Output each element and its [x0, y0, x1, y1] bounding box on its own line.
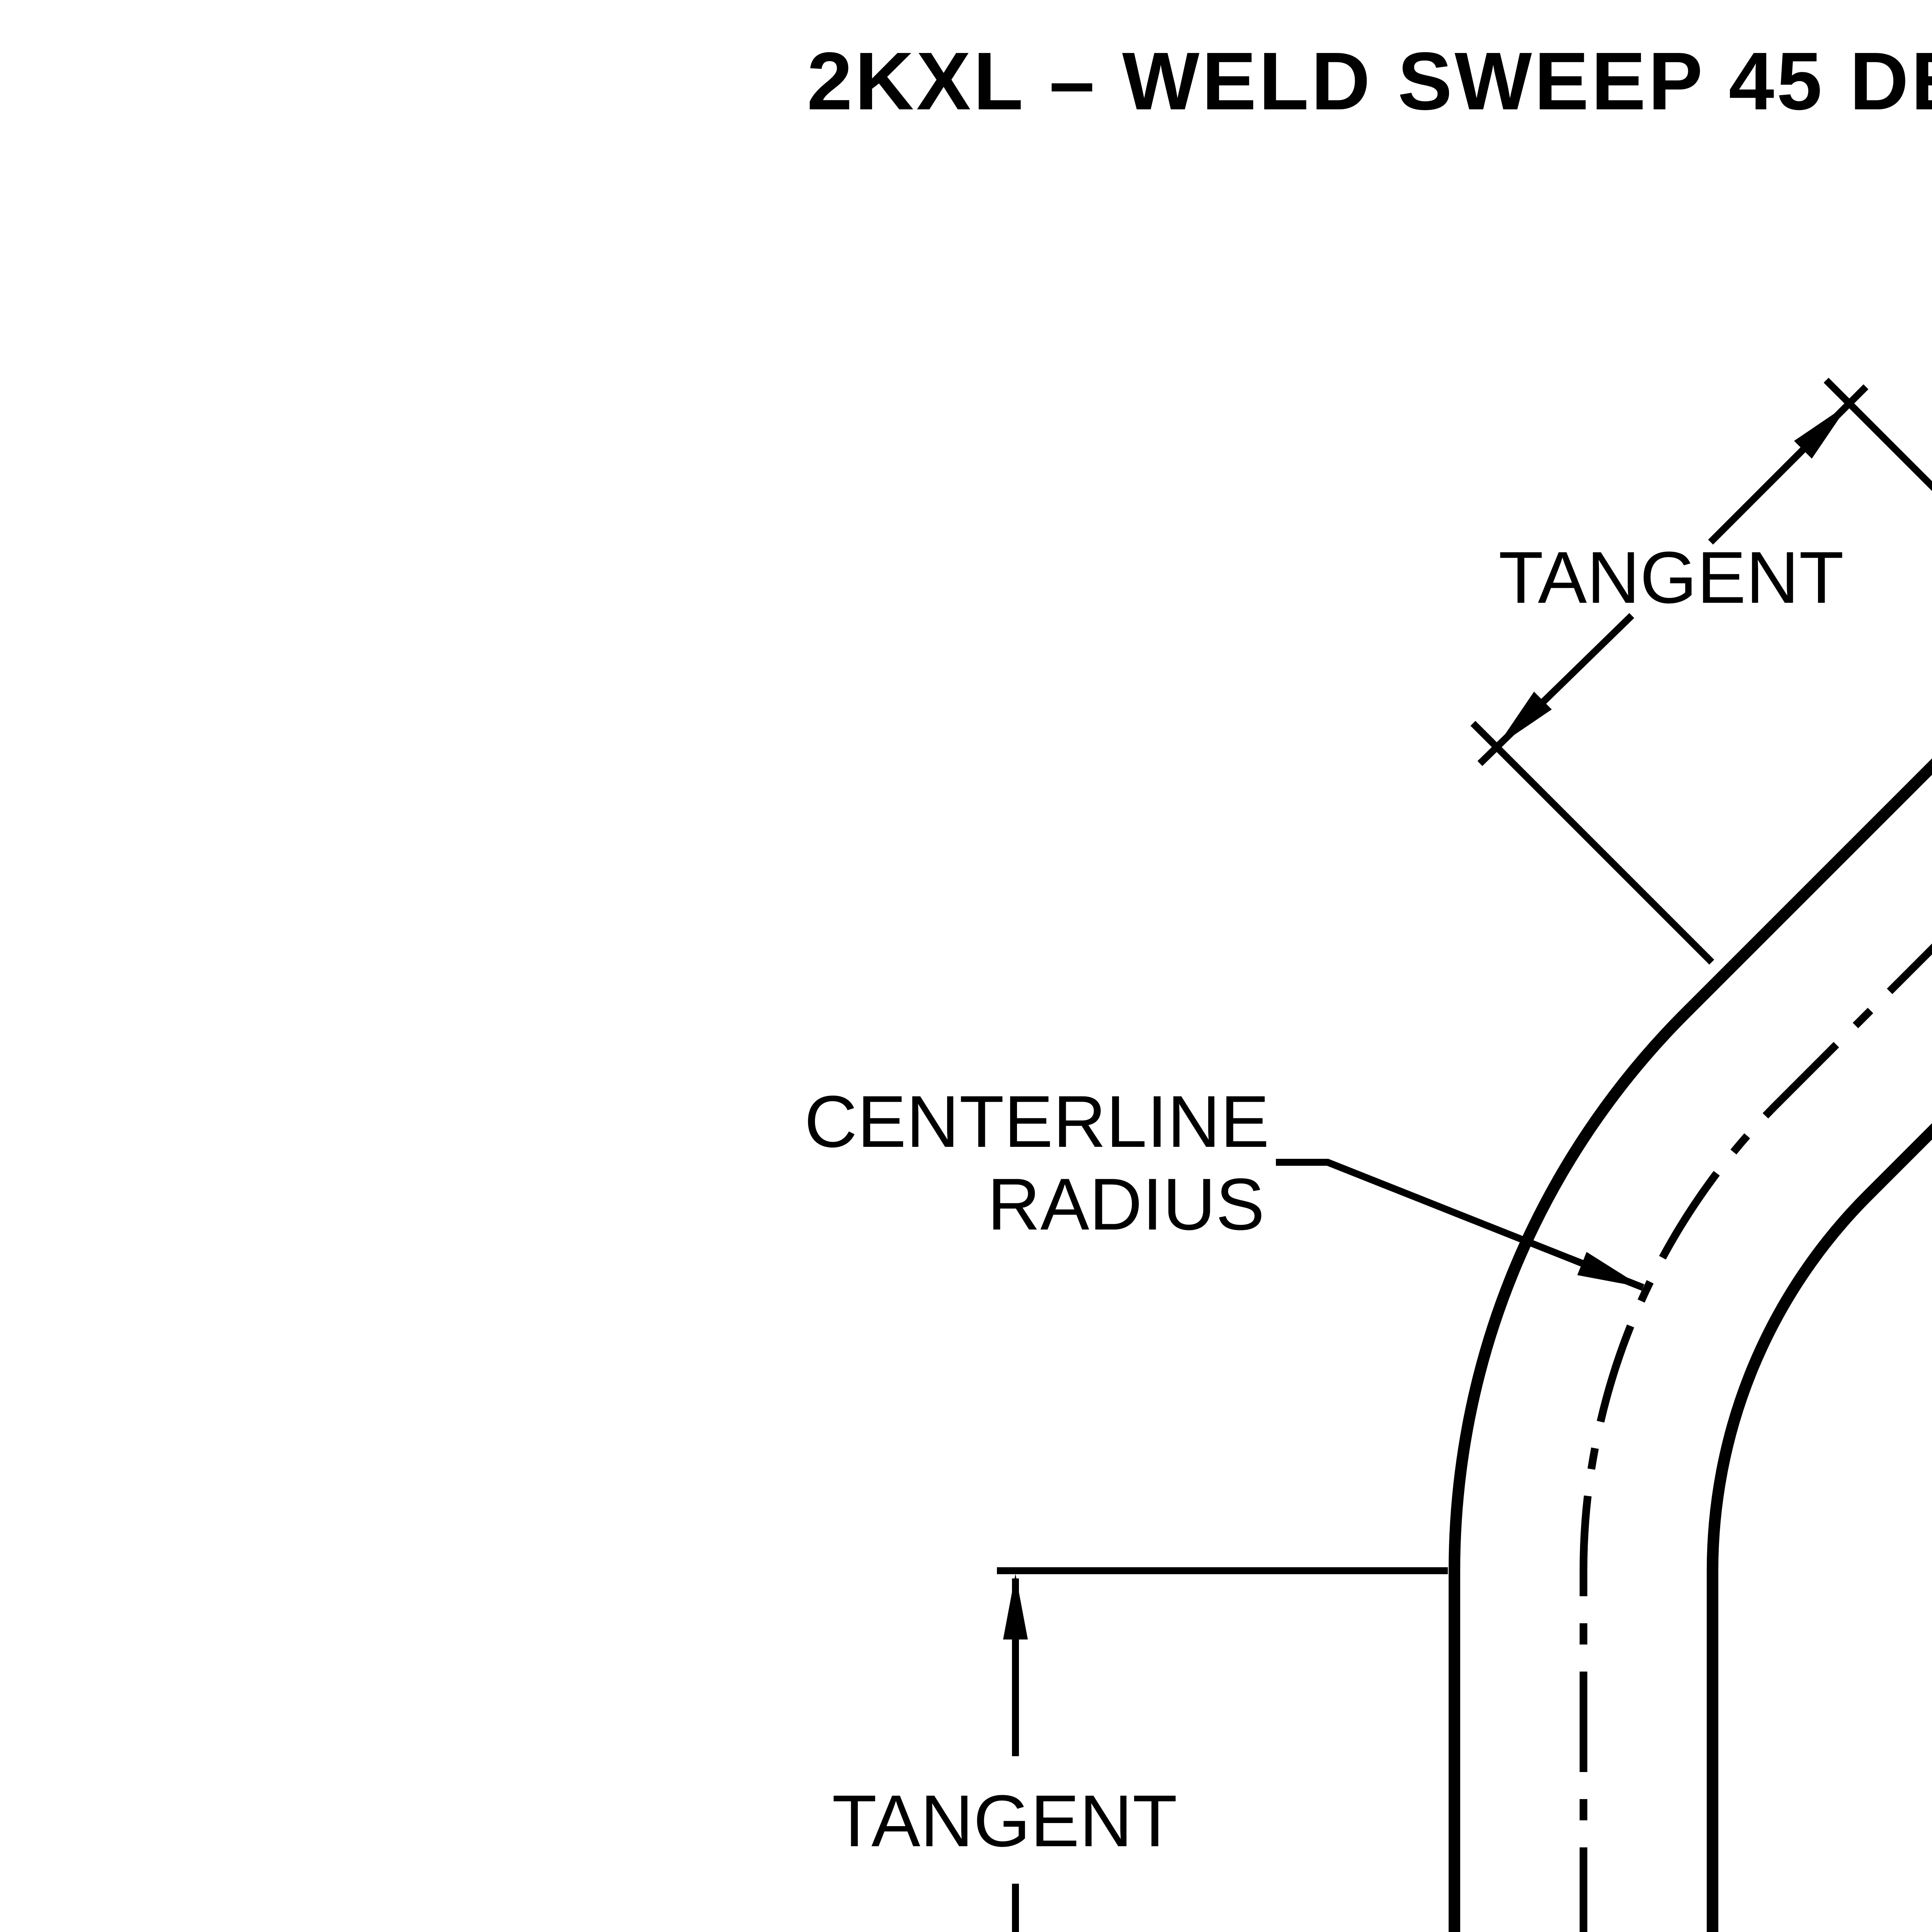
pipe-centerline [1580, 943, 1932, 1932]
pipe-inner-wall [1707, 1123, 1932, 1932]
pipe-outer-wall [1449, 758, 1932, 1932]
extension-line [1470, 721, 1714, 965]
dim-tangent-top: TANGENT [1470, 378, 1932, 965]
arrowhead-leader-icon [1577, 1252, 1643, 1287]
centerline-radius-label-line1: CENTERLINE [804, 1081, 1269, 1163]
arrowhead-upright-icon [1794, 403, 1849, 459]
pipe-outline [1449, 758, 1932, 1932]
tangent-top-label: TANGENT [1498, 537, 1844, 619]
centerline-radius-label-line2: RADIUS [987, 1163, 1265, 1245]
centerline-radius-callout: CENTERLINE RADIUS [804, 1081, 1645, 1291]
arrowhead-up-icon [1003, 1574, 1028, 1639]
leader-line [1276, 1159, 1645, 1291]
extension-line [1823, 378, 1932, 491]
reference-lines [997, 1567, 1448, 1574]
page-title: 2KXL – WELD SWEEP 45 DEGREE ELBOW [807, 35, 1932, 127]
tangent-bottom-label: TANGENT [832, 1780, 1177, 1862]
dim-tangent-bottom: TANGENT [832, 1574, 1177, 1932]
arrowhead-downleft-icon [1497, 692, 1552, 747]
